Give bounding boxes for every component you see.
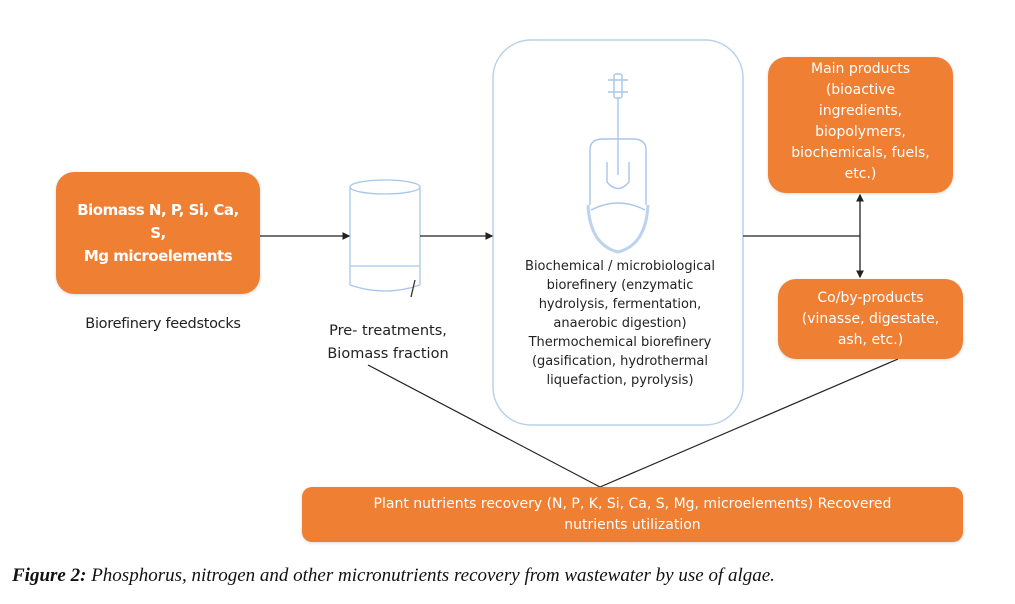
pretreatment-label: Pre- treatments, Biomass fraction [308, 320, 468, 366]
bioreactor-icon [586, 73, 650, 254]
biorefinery-line: anaerobic digestion) [553, 316, 687, 331]
feedstock-box: Biomass N, P, Si, Ca, S, Mg microelement… [56, 172, 260, 294]
figure-caption-text: Phosphorus, nitrogen and other micronutr… [86, 565, 775, 586]
co-products-line: Co/by-products [817, 289, 924, 306]
nutrient-recovery-line2: nutrients utilization [564, 516, 701, 533]
main-products-line: etc.) [844, 166, 877, 182]
main-products-line: ingredients, [818, 103, 903, 119]
pretreatment-label-line1: Pre- treatments, [329, 323, 447, 339]
feedstock-label: Biorefinery feedstocks [85, 316, 241, 332]
main-products-line: biopolymers, [815, 124, 906, 140]
pretreatment-to-nutrients-line [367, 364, 601, 488]
pretreatment-vessel-icon [349, 179, 421, 298]
biorefinery-line: biorefinery (enzymatic [546, 278, 694, 293]
feedstock-box-line2: Mg microelements [83, 246, 233, 265]
main-products-line: (bioactive [825, 82, 896, 98]
pretreatment-label-line2: Biomass fraction [327, 346, 449, 362]
figure-caption-prefix: Figure 2: [12, 565, 87, 586]
nutrient-recovery-box: Plant nutrients recovery (N, P, K, Si, C… [302, 487, 963, 542]
co-products-line: (vinasse, digestate, [801, 310, 940, 327]
co-products-box: Co/by-products (vinasse, digestate, ash,… [778, 279, 963, 359]
figure-caption: Figure 2: Phosphorus, nitrogen and other… [12, 565, 775, 587]
feedstock-box-line1: Biomass N, P, Si, Ca, S, [77, 200, 239, 242]
main-products-box: Main products (bioactive ingredients, bi… [768, 57, 953, 193]
nutrient-recovery-line1: Plant nutrients recovery (N, P, K, Si, C… [373, 495, 892, 512]
main-products-line: biochemicals, fuels, [791, 145, 930, 161]
co-products-line: ash, etc.) [837, 331, 904, 348]
biorefinery-line: hydrolysis, fermentation, [538, 297, 702, 312]
main-products-line: Main products [810, 61, 910, 77]
biorefinery-line: Thermochemical biorefinery [528, 335, 712, 350]
biorefinery-line: liquefaction, pyrolysis) [546, 373, 694, 388]
biorefinery-line: (gasification, hydrothermal [531, 354, 709, 369]
biorefinery-description: Biochemical / microbiological biorefiner… [497, 257, 743, 390]
biorefinery-line: Biochemical / microbiological [525, 259, 715, 274]
coproducts-to-nutrients-line [599, 358, 899, 488]
